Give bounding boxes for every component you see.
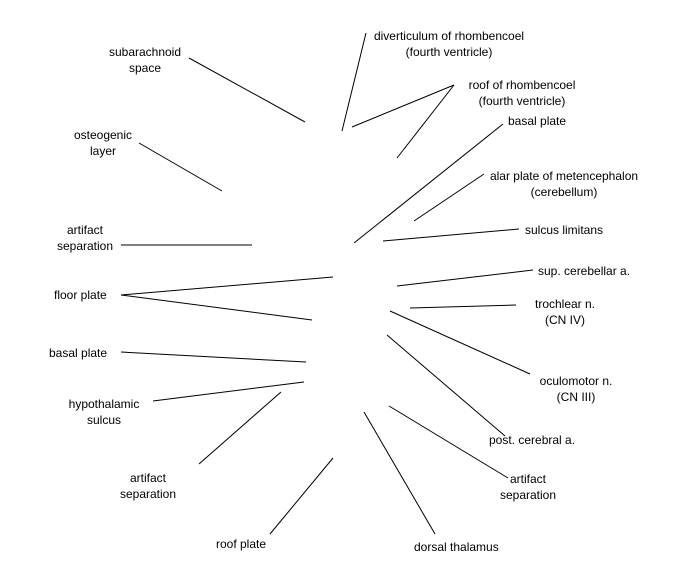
label-artifact-separation-lower-right: artifact separation	[499, 472, 557, 502]
label-roof-plate: roof plate	[216, 537, 267, 551]
label-floor-plate: floor plate	[54, 288, 107, 302]
leader-oculomotor-n	[389, 310, 531, 375]
leader-floor-plate-lower	[120, 294, 313, 321]
label-oculomotor-n: oculomotor n. (CN III)	[539, 374, 613, 404]
label-dorsal-thalamus: dorsal thalamus	[414, 540, 499, 554]
leader-post-cerebral-a	[386, 334, 506, 437]
leader-roof-of-rhombencoel-a	[351, 84, 455, 128]
label-basal-plate-right: basal plate	[508, 114, 567, 128]
leader-artifact-separation-lower-left	[198, 391, 282, 465]
leader-osteogenic-layer	[138, 142, 223, 192]
leader-artifact-separation-lower-right	[388, 405, 509, 479]
label-subarachnoid-space: subarachnoid space	[108, 45, 182, 75]
label-sulcus-limitans: sulcus limitans	[525, 223, 604, 237]
leader-dorsal-thalamus	[363, 411, 436, 535]
leader-floor-plate-upper	[120, 276, 334, 296]
label-trochlear-n: trochlear n. (CN IV)	[534, 297, 596, 327]
label-roof-of-rhombencoel: roof of rhombencoel (fourth ventricle)	[468, 78, 576, 108]
label-osteogenic-layer: osteogenic layer	[73, 128, 133, 158]
leader-subarachnoid-space	[188, 57, 306, 123]
leader-sup-cerebellar-a	[396, 269, 534, 287]
leader-diverticulum-of-rhombencoel	[341, 32, 367, 132]
leader-sulcus-limitans	[382, 228, 520, 242]
label-diverticulum-of-rhombencoel: diverticulum of rhombencoel (fourth vent…	[373, 29, 525, 59]
label-post-cerebral-a: post. cerebral a.	[489, 433, 576, 447]
leader-alar-plate-metencephalon	[413, 173, 485, 222]
leader-roof-of-rhombencoel-b	[396, 84, 455, 159]
label-basal-plate-left: basal plate	[49, 346, 108, 360]
leader-basal-plate-right	[353, 123, 504, 244]
leader-roof-plate	[269, 457, 334, 535]
leader-hypothalamic-sulcus	[152, 381, 305, 402]
label-artifact-separation-lower-left: artifact separation	[119, 471, 177, 501]
label-sup-cerebellar-a: sup. cerebellar a.	[538, 264, 631, 278]
leader-trochlear-n	[409, 304, 517, 309]
label-hypothalamic-sulcus: hypothalamic sulcus	[68, 397, 140, 427]
label-artifact-separation-left: artifact separation	[56, 223, 114, 253]
leader-basal-plate-left	[120, 351, 307, 363]
label-alar-plate-metencephalon: alar plate of metencephalon (cerebellum)	[489, 169, 639, 199]
